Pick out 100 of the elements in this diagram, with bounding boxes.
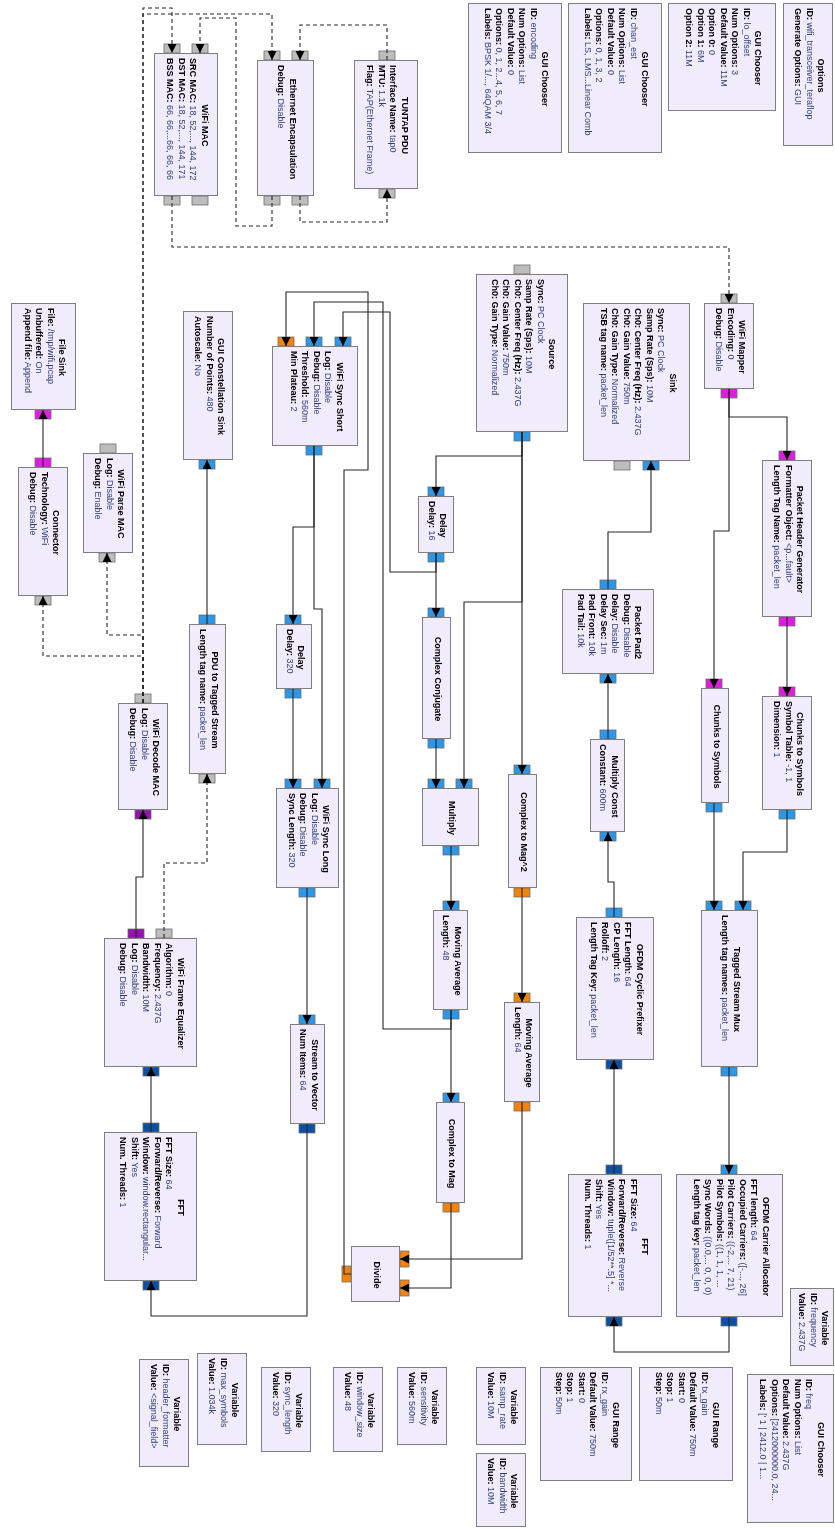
block-title: WiFi Sync Long <box>320 805 332 873</box>
block-parameter: Num Options: 3 <box>729 8 741 75</box>
block-title: Moving Average <box>523 1018 535 1088</box>
block-box <box>747 1374 834 1523</box>
block-parameter: Forward/Reverse: Reverse <box>616 1179 628 1292</box>
block-parameter: Autoscale: No <box>192 316 204 377</box>
block-parameter: Stop: 1 <box>664 1372 676 1403</box>
block-title: Complex to Mag <box>446 1118 458 1189</box>
block-title: Variable <box>171 1396 183 1432</box>
block-title: Connector <box>50 510 62 555</box>
block-box <box>508 774 537 888</box>
block-parameter: Default Value: 0 <box>605 8 616 76</box>
block-parameter: Samp Rate (Sps): 10M <box>523 279 535 374</box>
stream-connector <box>313 445 327 789</box>
block-parameter: Length Tag Key: packet_len <box>587 922 599 1038</box>
block-title: Moving Average <box>452 926 463 996</box>
block-parameter: Delay: 320 <box>284 629 295 674</box>
block-box <box>351 1246 400 1302</box>
block-title: OFDM Carrier Allocator <box>759 1196 771 1297</box>
block-title: TUNTAP PDU <box>399 96 410 155</box>
block-box <box>290 1024 325 1124</box>
block-title: WiFi Parse MAC <box>115 469 127 539</box>
block-parameter: Default Value: 750m <box>587 1372 599 1457</box>
stream-connector <box>517 887 527 1003</box>
block-box <box>476 1453 526 1527</box>
block-title: Multiply Const <box>609 755 620 818</box>
block-parameter: Pilot Carriers: ((-2,... 7, 21) <box>725 1179 737 1291</box>
stream-connector <box>607 460 656 590</box>
stream-connector <box>446 1009 456 1103</box>
block-parameter: Options: [2412000000.0, 24... <box>769 1379 780 1502</box>
block-parameter: Length tag name: packet_len <box>197 629 209 751</box>
block-title: Stream to Vector <box>309 1039 320 1111</box>
block-box <box>397 1367 447 1445</box>
block-box <box>701 688 729 803</box>
block-title: GUI Chooser <box>815 1422 826 1477</box>
block-parameter: Log: Disable <box>309 793 320 845</box>
message-connector <box>195 17 273 227</box>
block-title: Chunks to Symbols <box>710 704 722 789</box>
block-parameter: Shift: Yes <box>593 1179 605 1220</box>
stream-connector <box>281 291 369 1275</box>
block-parameter: Technology: WiFi <box>38 472 50 546</box>
block-parameter: Length tag key: packet_len <box>690 1179 702 1292</box>
block-title: GUI Chooser <box>539 51 551 107</box>
stream-connector <box>38 409 48 468</box>
block-parameter: Num Items: 64 <box>297 1029 309 1091</box>
stream-connector <box>709 802 719 911</box>
block-parameter: Log: Disable <box>138 708 150 760</box>
block-parameter: SRC MAC: 18, 52,..., 144, 172 <box>187 58 199 181</box>
block-parameter: Number of Points: 480 <box>203 316 215 412</box>
block-parameter: Encoding: 0 <box>724 308 736 360</box>
block-title: FFT <box>175 1199 186 1216</box>
block-parameter: Min Plateau: 2 <box>287 351 299 412</box>
stream-connector <box>135 809 148 939</box>
block-parameter: Generate Options: GUI <box>792 8 804 106</box>
block-title: Packet Header Generator <box>794 485 806 594</box>
block-parameter: Value: 48 <box>342 1372 354 1412</box>
block-title: GUI Constellation Sink <box>215 338 227 435</box>
block-parameter: Bandwidth: 10M <box>140 943 152 1012</box>
message-connector <box>38 595 144 704</box>
block-parameter: Step: 50m <box>653 1372 664 1415</box>
block-title: Source <box>546 338 558 370</box>
block-title: WiFi Sync Short <box>333 362 345 432</box>
block-parameter: Default Value: 11M <box>717 8 729 87</box>
block-box <box>790 1288 834 1366</box>
block-box <box>540 1367 632 1481</box>
block-parameter: Delay Sec: 1m <box>598 594 609 655</box>
stream-connector <box>399 1101 523 1264</box>
block-box <box>83 453 133 553</box>
block-box <box>104 938 197 1067</box>
block-box <box>783 3 833 146</box>
block-box <box>354 60 418 189</box>
stream-connector <box>146 1066 156 1133</box>
block-box <box>762 696 812 810</box>
block-title: Variable <box>819 1310 831 1346</box>
block-title: Variable <box>293 1393 305 1428</box>
block-parameter: Num. Threads: 1 <box>117 1137 129 1208</box>
block-title: Ethernet Encapsulation <box>287 78 298 180</box>
stream-connector <box>709 388 730 689</box>
block-parameter: Rolloff: 2 <box>599 922 611 961</box>
block-parameter: Log: Disable <box>129 943 140 995</box>
block-parameter: Ch0: Gain Type: Normalized <box>489 279 500 396</box>
block-title: OFDM Cyclic Prefixer <box>633 943 645 1036</box>
block-box <box>422 617 451 739</box>
block-parameter: Debug: Disable <box>713 308 725 372</box>
block-parameter: Constant: 600m <box>597 744 609 811</box>
block-parameter: Debug: Disable <box>297 793 309 857</box>
stream-connector <box>431 738 441 789</box>
block-box <box>118 703 168 810</box>
block-parameter: Debug: Disable <box>310 351 322 415</box>
block-box <box>568 3 662 153</box>
block-parameter: Default Value: 2.437G <box>780 1379 792 1471</box>
block-parameter: Samp Rate (Sps): 10M <box>643 308 655 403</box>
stream-connector <box>202 459 212 625</box>
block-title: GUI Chooser <box>639 51 651 107</box>
stream-connector <box>302 887 312 1025</box>
block-parameter: Window: tuple([1/52**.5] *... <box>605 1179 616 1292</box>
block-parameter: Num Options: List <box>616 8 628 84</box>
block-parameter: FFT length: 64 <box>748 1179 760 1241</box>
block-parameter: Num Options: List <box>516 8 528 84</box>
block-box <box>422 788 479 846</box>
